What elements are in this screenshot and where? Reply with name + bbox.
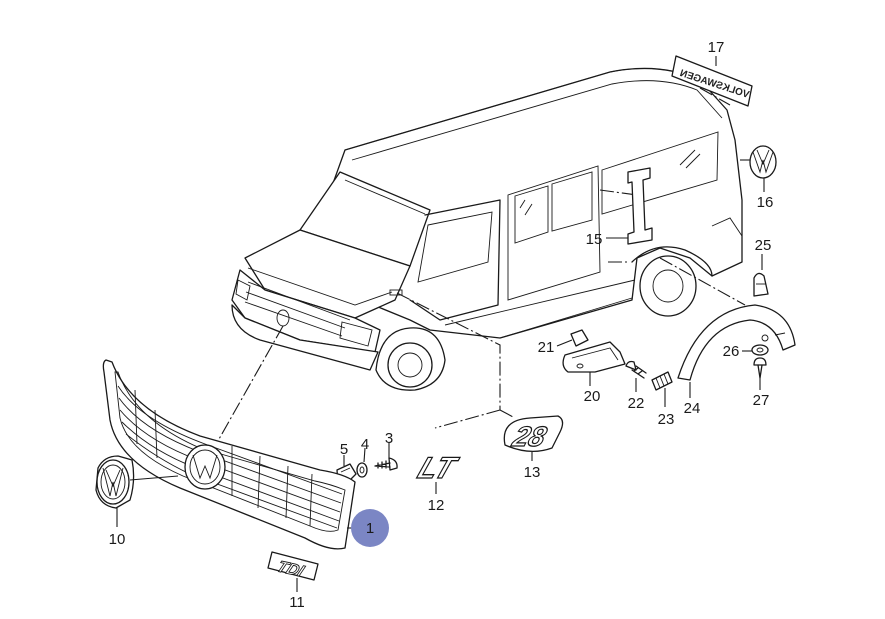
part-23-plug[interactable] xyxy=(651,371,673,391)
callout-23[interactable]: 23 xyxy=(658,411,675,428)
part-10-front-vw-emblem[interactable] xyxy=(95,455,179,509)
callout-22[interactable]: 22 xyxy=(628,395,645,412)
callout-12[interactable]: 12 xyxy=(428,497,445,514)
part-22-screw[interactable] xyxy=(625,360,647,379)
part-26-washer[interactable] xyxy=(751,344,769,356)
callout-4[interactable]: 4 xyxy=(361,436,369,453)
callout-labels: 1 3 4 5 10 11 12 13 15 16 17 20 21 22 23… xyxy=(109,39,774,611)
callout-27[interactable]: 27 xyxy=(753,392,770,409)
callout-13[interactable]: 13 xyxy=(524,464,541,481)
callout-1[interactable]: 1 xyxy=(366,520,374,537)
callout-11[interactable]: 11 xyxy=(289,594,305,611)
callout-21[interactable]: 21 xyxy=(538,339,555,356)
callout-26[interactable]: 26 xyxy=(723,343,740,360)
part-21-clip[interactable] xyxy=(570,329,589,347)
callout-16[interactable]: 16 xyxy=(757,194,774,211)
part-25-clip[interactable] xyxy=(753,272,769,297)
part-24-wheel-arch-trim[interactable] xyxy=(677,304,796,381)
emblem-tdi-text: TDI xyxy=(274,558,307,580)
callout-10[interactable]: 10 xyxy=(109,531,126,548)
callout-15[interactable]: 15 xyxy=(586,231,603,248)
callout-25[interactable]: 25 xyxy=(755,237,772,254)
part-12-model-lt-emblem[interactable]: LT xyxy=(413,450,464,485)
part-20-bracket[interactable] xyxy=(562,341,626,373)
callout-17[interactable]: 17 xyxy=(708,39,725,56)
part-27-screw[interactable] xyxy=(753,357,767,379)
part-11-tdi-emblem[interactable]: TDI xyxy=(267,551,319,581)
callout-20[interactable]: 20 xyxy=(584,388,601,405)
callout-1-highlight[interactable] xyxy=(351,509,389,547)
callout-3[interactable]: 3 xyxy=(385,430,393,447)
van-illustration xyxy=(231,67,743,391)
part-13-model-28-emblem[interactable]: 28 xyxy=(503,415,564,453)
leader-lines xyxy=(116,56,765,592)
emblem-lt-text: LT xyxy=(414,451,464,485)
part-16-rear-vw-emblem[interactable] xyxy=(749,145,777,179)
callout-5[interactable]: 5 xyxy=(340,441,348,458)
part-4-washer[interactable] xyxy=(356,462,368,478)
part-1-radiator-grille[interactable] xyxy=(102,359,356,550)
part-15-side-badge[interactable] xyxy=(627,167,653,245)
part-3-screw[interactable] xyxy=(374,457,398,471)
callout-24[interactable]: 24 xyxy=(684,400,701,417)
